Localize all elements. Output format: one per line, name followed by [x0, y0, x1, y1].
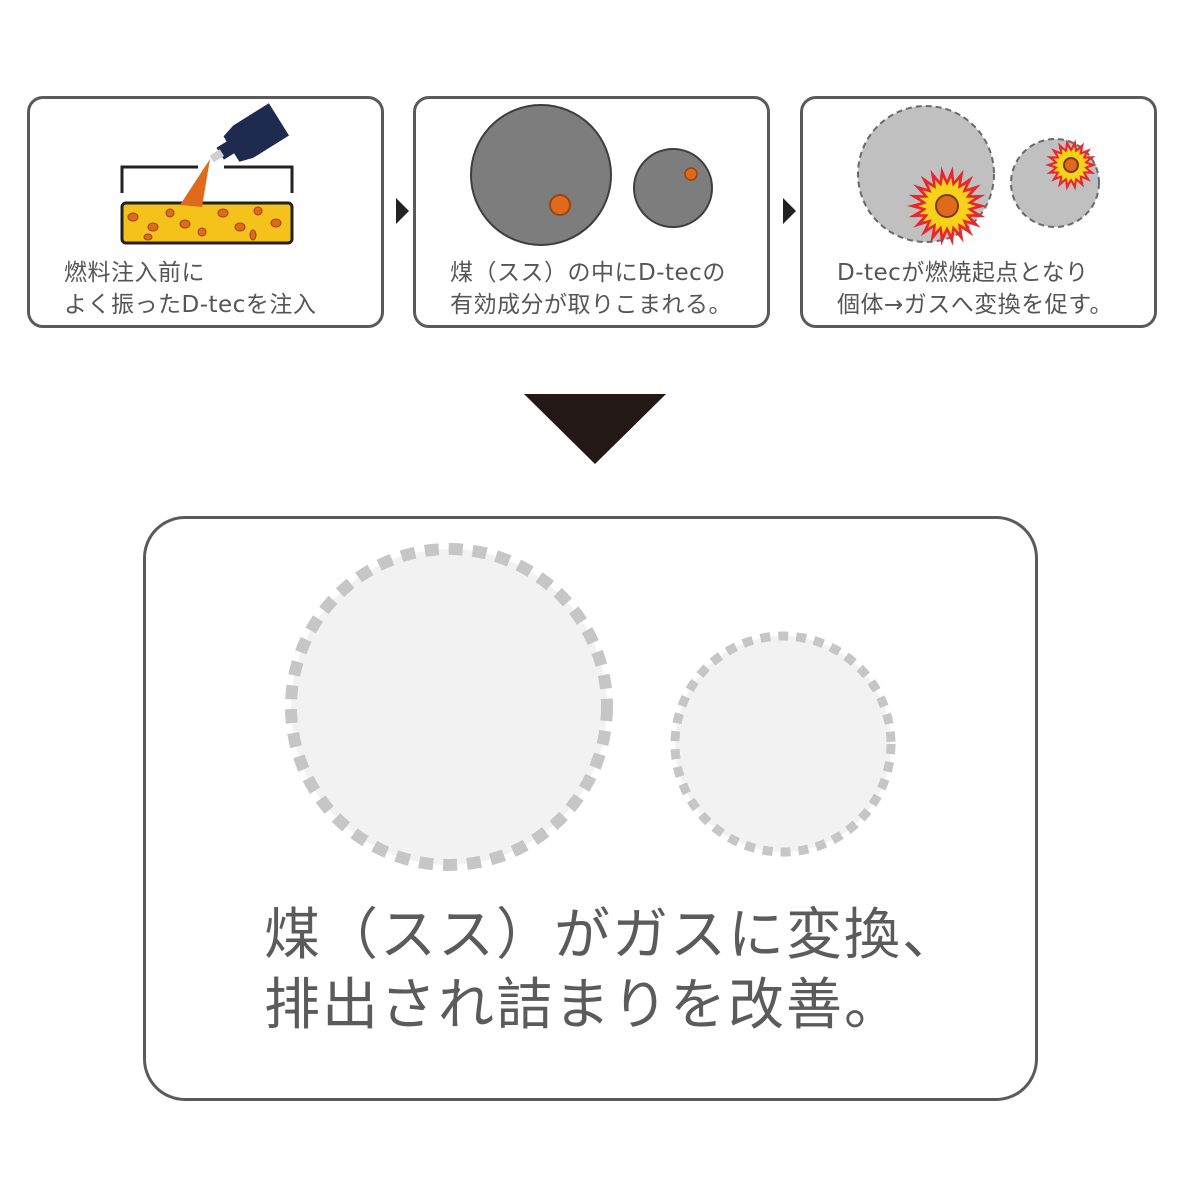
- step-2-text: 煤（スス）の中にD-tecの 有効成分が取りこまれる。: [450, 257, 760, 321]
- step-3-line-1: D-tecが燃焼起点となり: [837, 260, 1089, 286]
- dtec-component-large: [549, 194, 571, 216]
- dtec-component-small: [684, 167, 698, 181]
- step-3-line-2: 個体→ガスへ変換を促す。: [837, 292, 1113, 318]
- combustion-illustration: [857, 105, 1100, 246]
- gas-conversion-illustration: [285, 543, 896, 871]
- fuel-particles: [127, 206, 282, 241]
- step-2-line-2: 有効成分が取りこまれる。: [450, 292, 732, 318]
- bottle-icon: [209, 103, 290, 163]
- tank-outline-left: [120, 165, 198, 193]
- step-1-line-1: 燃料注入前に: [64, 260, 205, 286]
- soot-particle-large: [470, 104, 612, 246]
- step-1-text: 燃料注入前に よく振ったD-tecを注入: [64, 257, 374, 321]
- step-1-line-2: よく振ったD-tecを注入: [64, 292, 317, 318]
- step-2-line-1: 煤（スス）の中にD-tecの: [450, 260, 726, 286]
- result-message: 煤（スス）がガスに変換、 排出され詰まりを改善。: [264, 901, 964, 1041]
- tank-outline-right: [224, 165, 294, 193]
- fuel-injection-illustration: [120, 103, 294, 245]
- fuel-liquid: [120, 201, 294, 245]
- soot-particle-small: [633, 148, 713, 228]
- flame-burst-icon: [907, 166, 987, 246]
- step-card-3: D-tecが燃焼起点となり 個体→ガスへ変換を促す。: [800, 96, 1157, 328]
- gas-circle-large: [285, 543, 613, 871]
- down-arrow-icon: [524, 394, 666, 464]
- gas-circle-small: [670, 631, 896, 857]
- step-card-1: 燃料注入前に よく振ったD-tecを注入: [27, 96, 384, 328]
- step-card-2: 煤（スス）の中にD-tecの 有効成分が取りこまれる。: [413, 96, 770, 328]
- result-card: 煤（スス）がガスに変換、 排出され詰まりを改善。: [143, 516, 1038, 1101]
- result-line-2: 排出され詰まりを改善。: [264, 973, 902, 1038]
- result-line-1: 煤（スス）がガスに変換、: [264, 903, 960, 968]
- step-3-text: D-tecが燃焼起点となり 個体→ガスへ変換を促す。: [837, 257, 1147, 321]
- soot-absorption-illustration: [470, 104, 713, 246]
- flame-burst-icon: [1045, 139, 1097, 191]
- spray-cone: [180, 159, 210, 207]
- step-arrow-icon: [396, 198, 409, 224]
- step-arrow-icon: [783, 198, 796, 224]
